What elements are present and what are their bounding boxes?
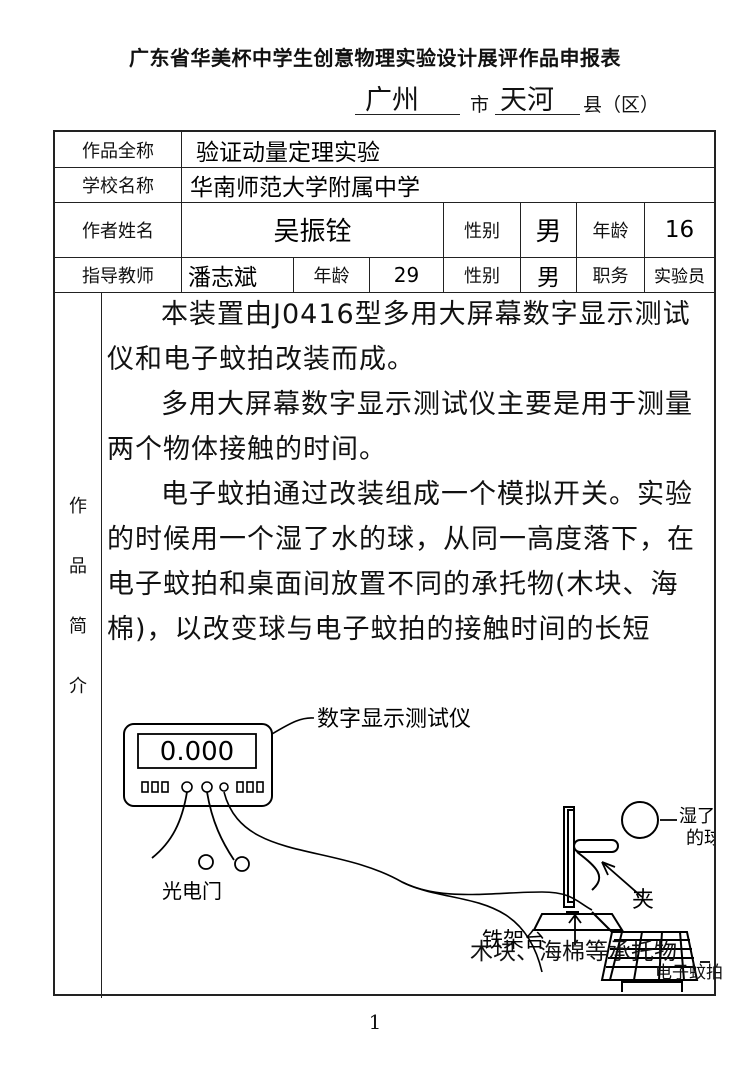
- cable: [223, 791, 543, 973]
- school-value: 华南师范大学附属中学: [190, 174, 420, 201]
- iron-stand: [532, 806, 624, 931]
- support-label: 木块、海棉等承托物: [470, 939, 677, 965]
- county-suffix: 县（区）: [583, 94, 660, 116]
- page-title: 广东省华美杯中学生创意物理实验设计展评作品申报表: [129, 46, 621, 70]
- county-value: 天河: [500, 85, 554, 116]
- photogate-label: 光电门: [162, 879, 222, 903]
- wet-ball: [621, 801, 659, 839]
- teacher-title-label: 职务: [577, 257, 645, 292]
- intro-label-char: 作: [69, 496, 87, 517]
- wet-ball-label-line1: 湿了水: [679, 806, 714, 827]
- intro-text: 本装置由J0416型多用大屏幕数字显示测试仪和电子蚊拍改装而成。 多用大屏幕数字…: [107, 292, 712, 652]
- intro-side-label: 作 品 简 介: [55, 292, 102, 998]
- clamp: [573, 839, 619, 853]
- author-label: 作者姓名: [55, 202, 182, 257]
- stand-label: 铁架台: [482, 928, 545, 952]
- teacher-title-value: 实验员: [654, 267, 705, 287]
- row-work-name: 作品全称 验证动量定理实验: [55, 132, 714, 168]
- intro-label-char: 品: [69, 556, 87, 577]
- teacher-gender-label: 性别: [444, 257, 521, 292]
- work-name-label: 作品全称: [55, 132, 182, 167]
- electric-swatter: [591, 911, 699, 992]
- region-line: 广州 市 天河 县（区）: [355, 78, 685, 118]
- row-teacher: 指导教师 潘志斌 年龄 29 性别 男 职务 实验员: [55, 257, 714, 293]
- support-arrow: [568, 914, 582, 945]
- author-gender-label: 性别: [444, 202, 521, 257]
- teacher-age-value: 29: [370, 257, 444, 292]
- city-suffix: 市: [470, 94, 490, 116]
- photogate: [151, 791, 250, 872]
- intro-paragraph: 电子蚊拍通过改装组成一个模拟开关。实验的时候用一个湿了水的球，从同一高度落下，在…: [107, 479, 695, 645]
- row-school: 学校名称 华南师范大学附属中学: [55, 167, 714, 203]
- row-author: 作者姓名 吴振铨 性别 男 年龄 16: [55, 202, 714, 258]
- teacher-age-label: 年龄: [294, 257, 370, 292]
- display-readout: 0.000: [160, 737, 234, 767]
- swatter-label: 电子蚊拍: [655, 963, 723, 983]
- work-name-value: 验证动量定理实验: [196, 139, 380, 166]
- author-age-label: 年龄: [577, 202, 645, 257]
- teacher-value: 潘志斌: [182, 257, 294, 292]
- intro-label-char: 简: [69, 616, 87, 637]
- wet-ball-label-line2: 的球: [686, 828, 714, 849]
- clamp-label: 夹: [632, 888, 654, 913]
- display-tester: 0.000: [123, 723, 273, 807]
- teacher-label: 指导教师: [55, 257, 182, 292]
- intro-label-char: 介: [69, 676, 87, 697]
- display-label: 数字显示测试仪: [317, 707, 471, 732]
- school-label: 学校名称: [55, 167, 182, 202]
- author-value: 吴振铨: [182, 202, 444, 257]
- apparatus-diagram: 0.000 数字显示测试仪 光电门: [123, 707, 714, 992]
- intro-paragraph: 本装置由J0416型多用大屏幕数字显示测试仪和电子蚊拍改装而成。: [107, 299, 691, 375]
- author-age-value: 16: [664, 216, 695, 243]
- author-gender-value: 男: [521, 202, 577, 257]
- teacher-gender-value: 男: [521, 257, 577, 292]
- intro-paragraph: 多用大屏幕数字显示测试仪主要是用于测量两个物体接触的时间。: [107, 389, 693, 465]
- county-underline: [495, 114, 580, 115]
- city-value: 广州: [365, 85, 419, 116]
- page-number: 1: [368, 1010, 382, 1034]
- application-form: 作品全称 验证动量定理实验 学校名称 华南师范大学附属中学 作者姓名 吴振铨 性…: [53, 130, 723, 998]
- city-underline: [355, 114, 460, 115]
